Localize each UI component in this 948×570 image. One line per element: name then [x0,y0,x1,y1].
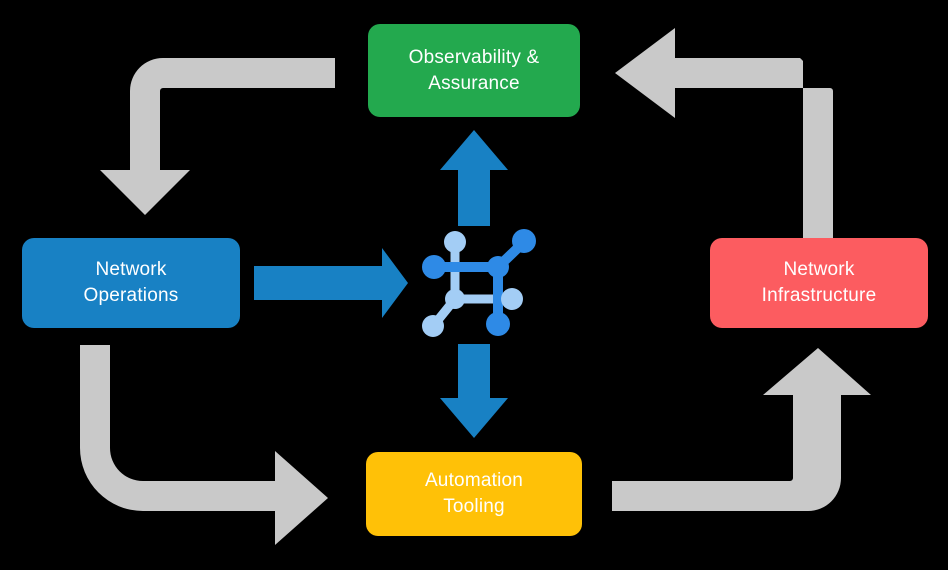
node-box-automation-tooling[interactable]: Automation Tooling [366,452,582,536]
node-label-network-operations: Network Operations [83,259,179,306]
node-box-network-infrastructure[interactable]: Network Infrastructure [710,238,928,328]
arrow-observability-to-operations [100,58,335,215]
mesh-nodes-light [422,231,523,337]
network-mesh-icon [422,229,536,337]
node-label-observability-assurance: Observability & Assurance [408,46,540,94]
node-label-network-infrastructure: Network Infrastructure [761,259,877,306]
arrow-hub-to-automation [440,344,508,438]
arrow-operations-to-automation [80,345,328,545]
node-box-observability-assurance[interactable]: Observability & Assurance [368,24,580,117]
arrow-automation-to-infrastructure [612,348,871,511]
arrow-operations-to-hub [254,248,408,318]
arrow-infrastructure-to-observability [615,28,833,240]
node-box-network-operations[interactable]: Network Operations [22,238,240,328]
node-label-automation-tooling: Automation Tooling [424,470,524,517]
mesh-nodes-dark [422,229,536,336]
arrow-hub-to-observability [440,130,508,226]
